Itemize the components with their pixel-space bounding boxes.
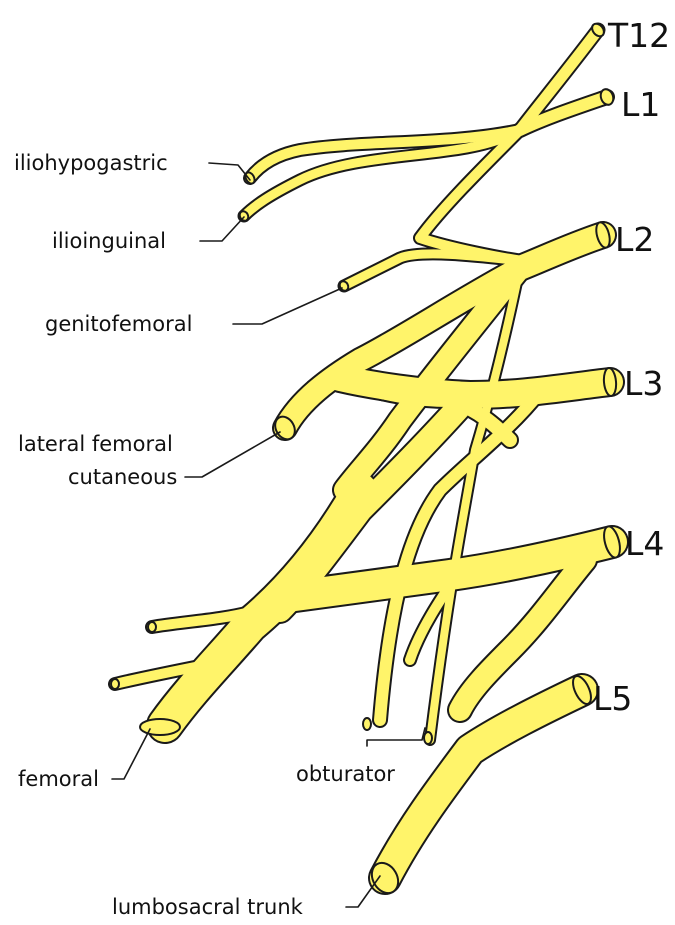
cap-femoral	[140, 719, 180, 735]
cap-femoral-twig-upper	[148, 622, 156, 632]
root-label-l3: L3	[624, 364, 663, 403]
nerve-fill-layer	[115, 30, 612, 878]
leader-genitofemoral	[233, 288, 342, 324]
root-label-l4: L4	[625, 524, 664, 563]
label-lumbosacral-trunk: lumbosacral trunk	[112, 895, 304, 919]
root-labels: T12 L1 L2 L3 L4 L5	[593, 16, 670, 718]
label-iliohypogastric: iliohypogastric	[14, 151, 168, 175]
label-genitofemoral: genitofemoral	[45, 312, 192, 336]
nerve-l5-root	[385, 690, 582, 878]
root-label-t12: T12	[607, 16, 670, 55]
label-obturator: obturator	[296, 762, 395, 786]
leader-obturator	[367, 728, 425, 746]
leader-lateral-femoral-cutaneous	[185, 432, 280, 477]
nerve-l2-root	[520, 235, 603, 268]
cap-obturator-left	[363, 718, 371, 730]
cap-femoral-twig-lower	[111, 679, 119, 689]
label-lateral-femoral-line1: lateral femoral	[18, 432, 173, 456]
root-label-l2: L2	[615, 220, 654, 259]
root-label-l5: L5	[593, 679, 632, 718]
label-lateral-femoral-line2: cutaneous	[68, 465, 177, 489]
label-ilioinguinal: ilioinguinal	[52, 229, 166, 253]
cap-obturator-right	[424, 732, 432, 744]
label-femoral: femoral	[18, 767, 99, 791]
root-label-l1: L1	[621, 85, 660, 124]
leader-femoral	[112, 729, 150, 779]
leader-ilioinguinal	[200, 217, 244, 241]
